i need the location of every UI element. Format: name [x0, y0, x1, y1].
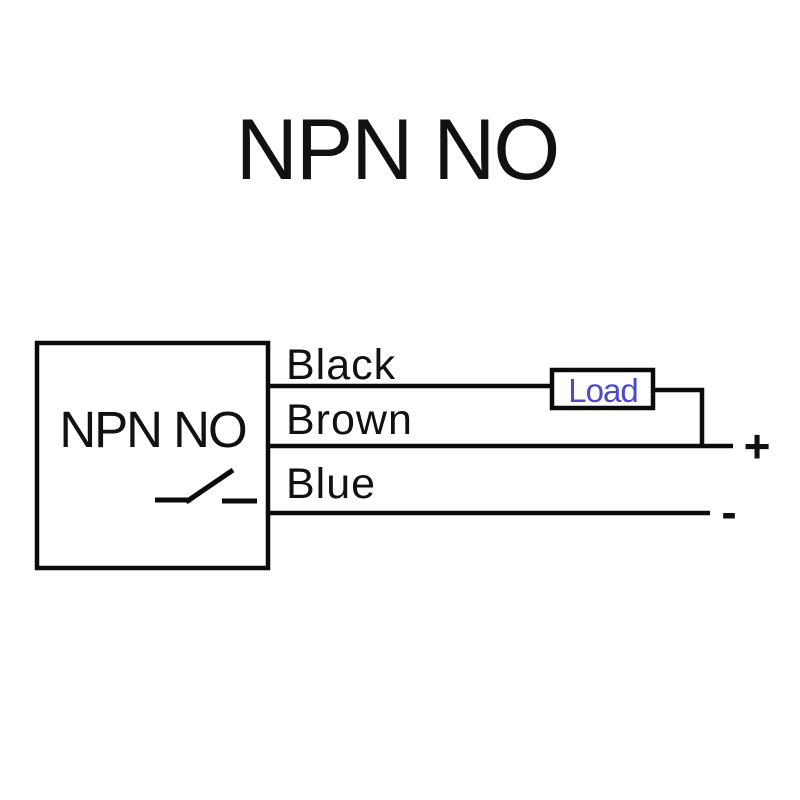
positive-terminal-label: + [744, 420, 771, 472]
sensor-box [34, 340, 271, 571]
load-box [549, 367, 656, 411]
load-label: Load [568, 372, 637, 409]
wire-label-brown: Brown [286, 396, 413, 444]
negative-terminal-label: - [721, 486, 736, 538]
normally-open-switch-icon [155, 467, 257, 505]
sensor-box-label: NPN NO [59, 401, 246, 458]
wire-label-blue: Blue [286, 460, 376, 508]
diagram-title: NPN NO [235, 102, 560, 198]
switch-arm [184, 467, 235, 505]
wire-label-black: Black [286, 341, 396, 389]
